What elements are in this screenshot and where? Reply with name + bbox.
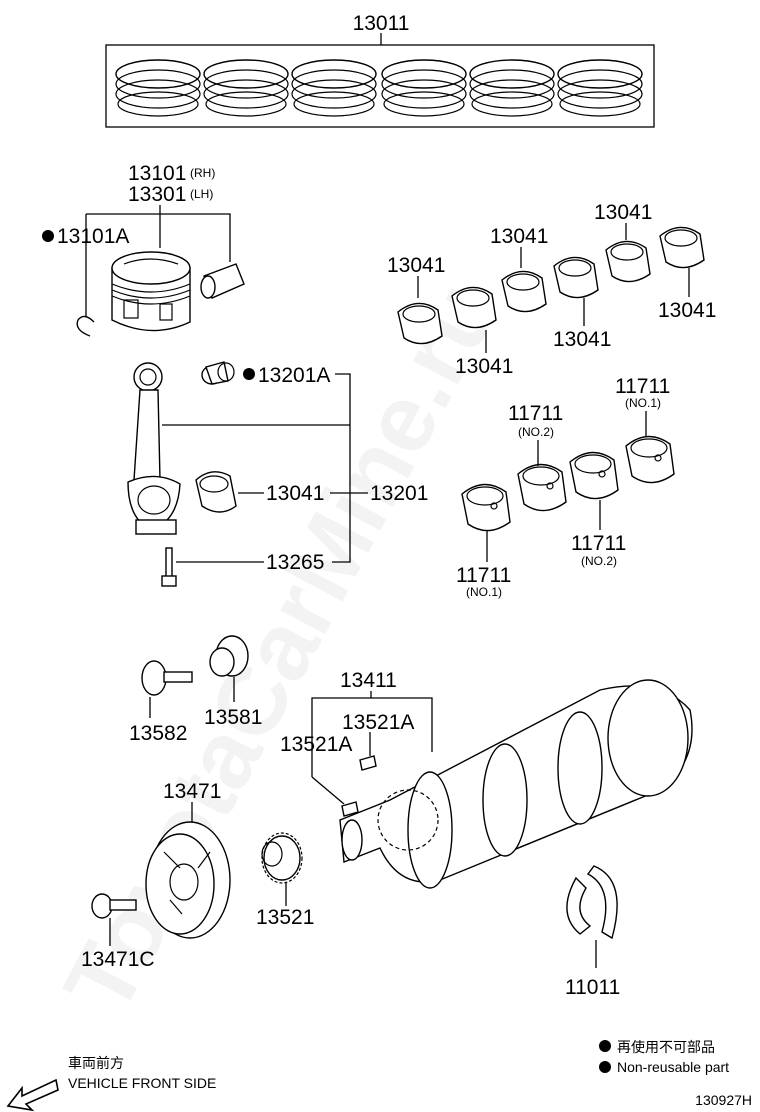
ring-pack-2 [203, 59, 289, 117]
diagram-code: 130927H [695, 1092, 752, 1108]
rod-bearing-2[interactable] [451, 286, 497, 329]
label-13041-6[interactable]: 13041 [658, 299, 716, 322]
label-13041-5[interactable]: 13041 [594, 201, 652, 224]
non-reusable-dot-icon-legend-1 [599, 1040, 611, 1052]
conrod-bolt[interactable] [161, 547, 177, 587]
label-13101-note: (RH) [190, 166, 215, 180]
legend-en: Non-reusable part [617, 1059, 729, 1075]
label-13201A[interactable]: 13201A [258, 364, 330, 387]
label-13101A[interactable]: 13101A [57, 225, 129, 248]
rod-bearing-5[interactable] [605, 240, 651, 283]
piston[interactable] [111, 251, 191, 332]
label-11711-1-note: (NO.1) [466, 585, 502, 599]
snap-ring[interactable] [76, 315, 95, 337]
legend-jp: 再使用不可部品 [617, 1039, 715, 1055]
piston-pin[interactable] [200, 263, 245, 299]
non-reusable-dot-icon-2 [243, 368, 255, 380]
label-13041-2[interactable]: 13041 [455, 355, 513, 378]
label-13265[interactable]: 13265 [266, 551, 324, 574]
rod-bearing-6[interactable] [659, 226, 705, 269]
ring-pack-6 [557, 59, 643, 117]
ring-pack-4 [381, 59, 467, 117]
conrod-bearing[interactable] [195, 471, 237, 513]
label-13301-note: (LH) [190, 187, 213, 201]
label-13471[interactable]: 13471 [163, 780, 221, 803]
non-reusable-dot-icon-legend-2 [599, 1061, 611, 1073]
label-13301[interactable]: 13301 [128, 183, 186, 206]
main-bearing-1[interactable] [461, 483, 511, 532]
front-jp: 車両前方 [68, 1055, 124, 1071]
label-13582[interactable]: 13582 [129, 722, 187, 745]
label-11711-3[interactable]: 11711 [571, 532, 626, 555]
label-13041-3[interactable]: 13041 [490, 225, 548, 248]
label-11711-4-note: (NO.1) [625, 396, 661, 410]
label-11711-4[interactable]: 11711 [615, 375, 670, 398]
crank-key-2[interactable] [341, 801, 359, 817]
legend: 再使用不可部品 Non-reusable part [599, 1039, 729, 1075]
label-11711-2[interactable]: 11711 [508, 402, 563, 425]
main-bearing-4[interactable] [625, 435, 675, 484]
label-13201[interactable]: 13201 [370, 482, 428, 505]
crank-pulley[interactable] [145, 821, 231, 939]
crank-key-1[interactable] [359, 755, 377, 771]
front-en: VEHICLE FRONT SIDE [68, 1075, 216, 1091]
label-13101[interactable]: 13101 [128, 162, 186, 185]
label-13471C[interactable]: 13471C [81, 948, 155, 971]
label-11711-3-note: (NO.2) [581, 554, 617, 568]
pulley-washer[interactable] [209, 635, 249, 677]
ring-pack-5 [469, 59, 555, 117]
crank-pulley-bolt[interactable] [91, 893, 137, 919]
front-side-indicator: 車両前方 VEHICLE FRONT SIDE [6, 1055, 216, 1112]
thrust-washer[interactable] [566, 865, 618, 940]
label-13581[interactable]: 13581 [204, 706, 262, 729]
label-13041-1[interactable]: 13041 [387, 254, 445, 277]
ring-pack-1 [115, 59, 201, 117]
label-13011[interactable]: 13011 [353, 12, 410, 35]
rod-bearing-3[interactable] [501, 270, 547, 313]
ring-pack-3 [291, 59, 377, 117]
crankshaft[interactable] [339, 679, 693, 889]
conrod-bushing[interactable] [201, 361, 235, 385]
main-bearing-3[interactable] [569, 451, 619, 500]
label-11711-1[interactable]: 11711 [456, 564, 511, 587]
front-arrow-icon [6, 1078, 59, 1112]
pulley-bolt[interactable] [141, 660, 193, 696]
label-13041-4[interactable]: 13041 [553, 328, 611, 351]
timing-gear[interactable] [261, 832, 303, 884]
main-bearing-2[interactable] [517, 463, 567, 512]
label-13041-conrod[interactable]: 13041 [266, 482, 324, 505]
connecting-rod[interactable] [127, 362, 181, 535]
label-11711-2-note: (NO.2) [518, 425, 554, 439]
label-13521A-2[interactable]: 13521A [280, 733, 352, 756]
label-11011[interactable]: 11011 [565, 976, 620, 999]
label-13521A-1[interactable]: 13521A [342, 711, 414, 734]
rod-bearing-4[interactable] [553, 256, 599, 299]
label-13521[interactable]: 13521 [256, 906, 314, 929]
label-13411[interactable]: 13411 [340, 669, 397, 692]
non-reusable-dot-icon [42, 230, 54, 242]
piston-ring-set[interactable] [105, 33, 655, 128]
rod-bearing-1[interactable] [397, 302, 443, 345]
